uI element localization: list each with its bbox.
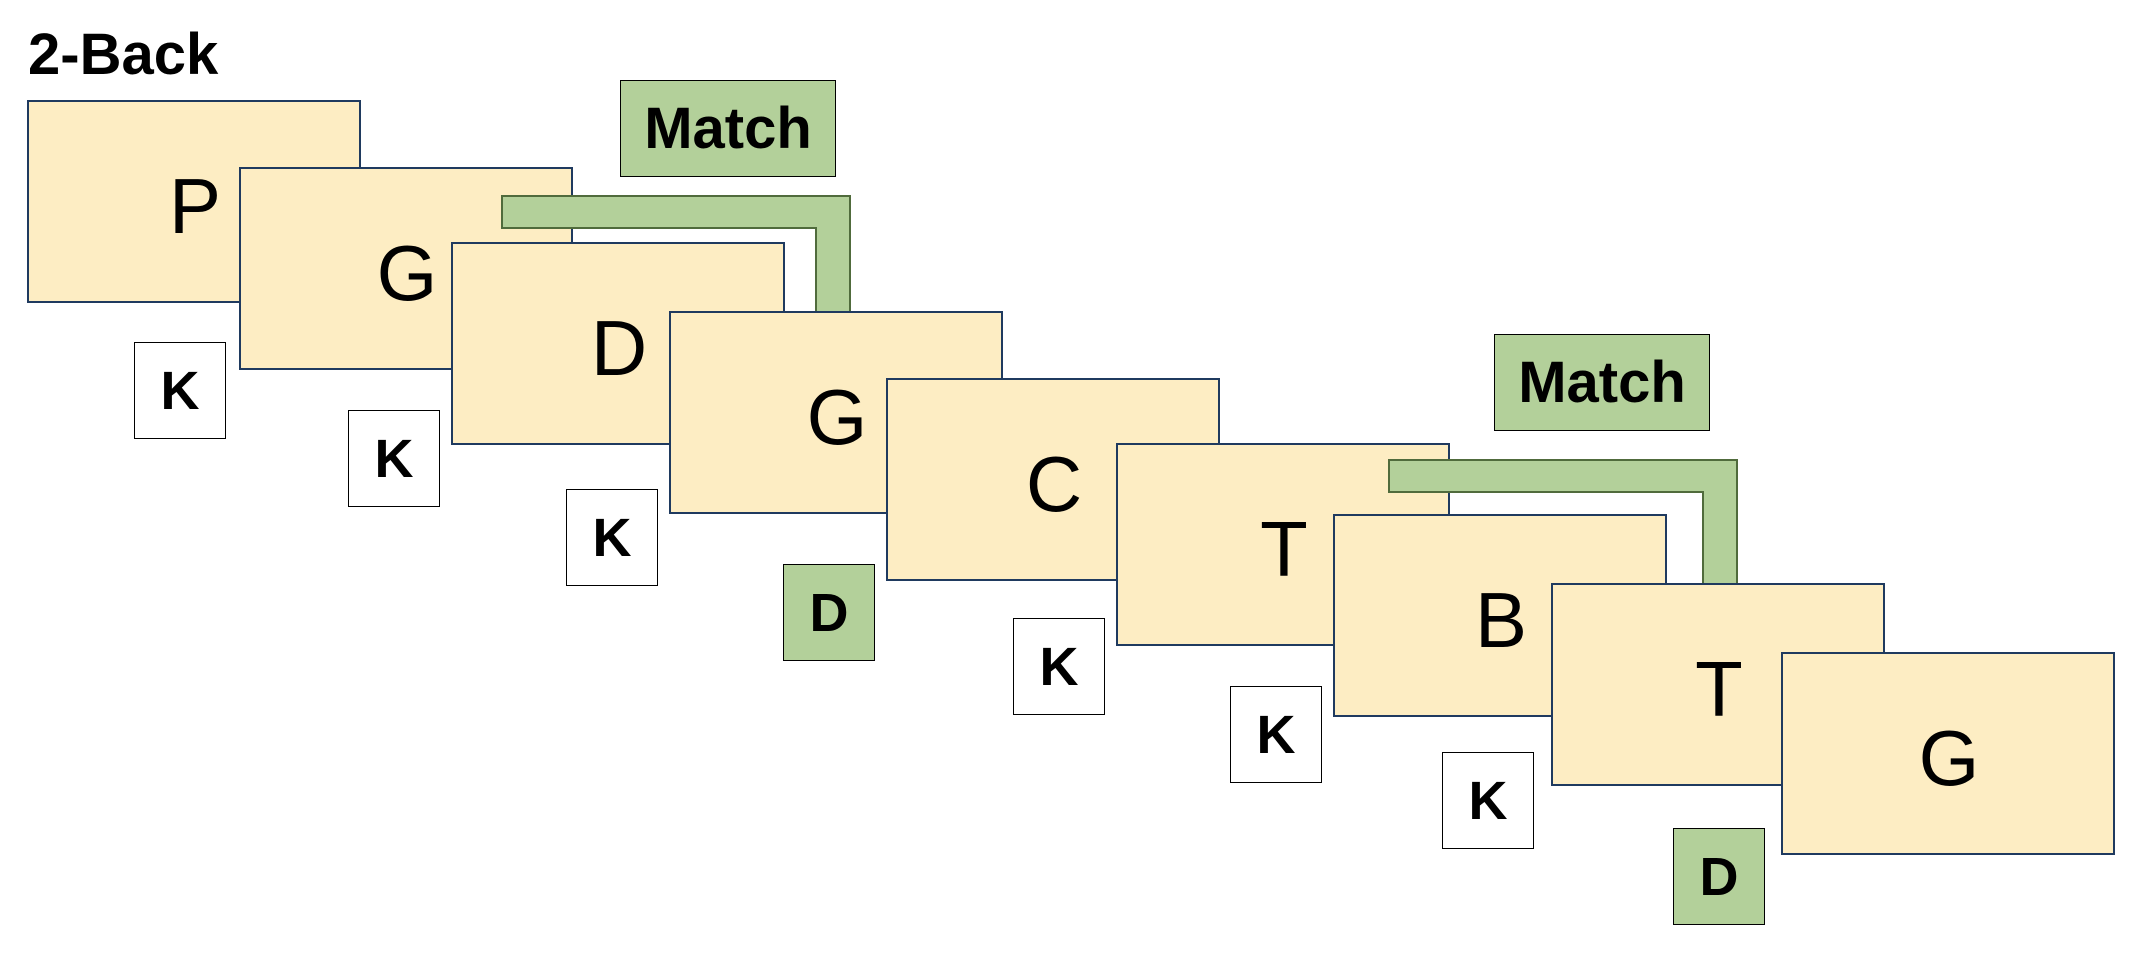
response-key-box: K [566,489,658,586]
stimulus-letter: B [1474,576,1528,664]
stimulus-letter: D [590,304,648,392]
match-label: Match [1494,334,1710,431]
response-key-box: K [1230,686,1322,783]
response-key-box: K [348,410,440,507]
response-key-box-match: D [783,564,875,661]
stimulus-letter: C [1025,440,1083,528]
diagram-title: 2-Back [28,22,219,87]
match-label: Match [620,80,836,177]
response-key-box-match: D [1673,828,1765,925]
stimulus-letter: G [806,373,868,461]
response-key-box: K [134,342,226,439]
response-key-box: K [1013,618,1105,715]
stimulus-card-9: G [1781,652,2115,855]
response-key-box: K [1442,752,1534,849]
stimulus-letter: T [1695,645,1743,733]
stimulus-letter: G [376,229,438,317]
stimulus-letter: T [1260,505,1308,593]
stimulus-letter: P [168,162,222,250]
stimulus-letter: G [1918,714,1980,802]
